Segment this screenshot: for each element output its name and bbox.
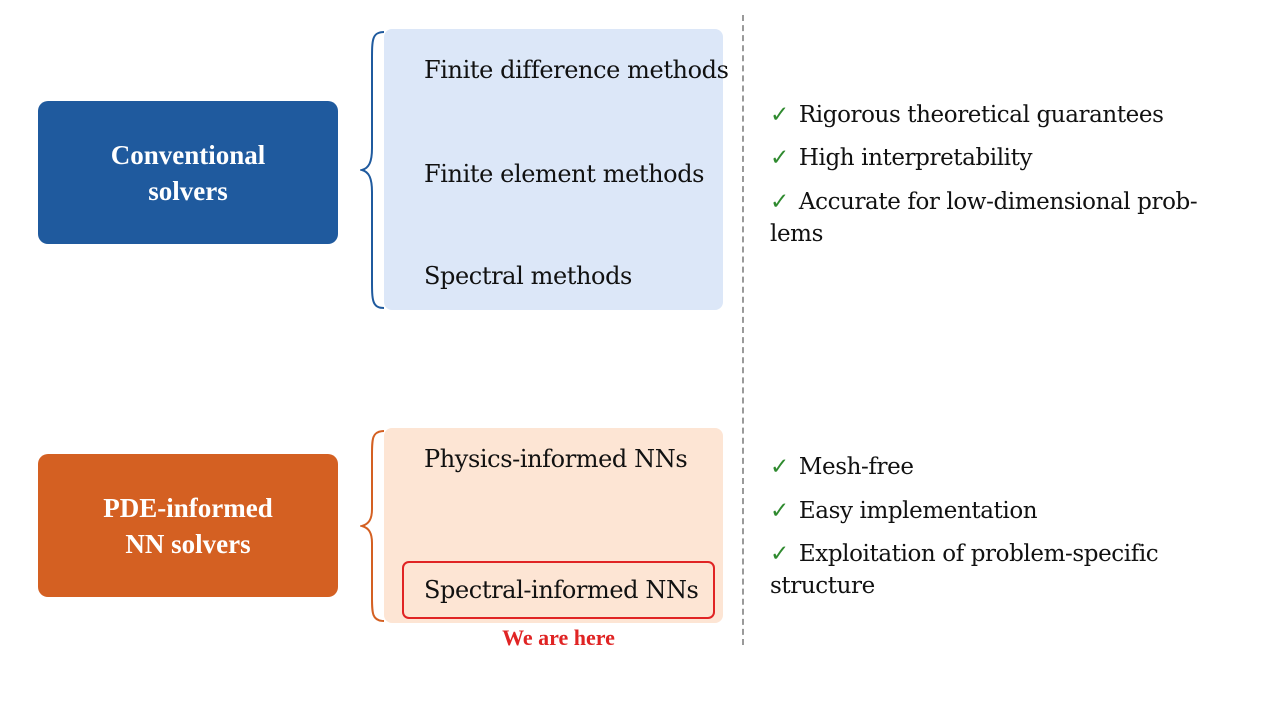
advantage-item: ✓Exploitation of problem-specific struct…	[770, 541, 1159, 599]
method-finite-difference: Finite difference methods	[424, 56, 729, 84]
check-icon: ✓	[770, 145, 789, 171]
pde-label-line1: PDE-informed	[103, 492, 273, 523]
conventional-brace	[360, 31, 385, 309]
pde-informed-solvers-box: PDE-informed NN solvers	[38, 454, 338, 597]
check-icon: ✓	[770, 498, 789, 524]
conventional-solvers-box: Conventional solvers	[38, 101, 338, 244]
check-icon: ✓	[770, 454, 789, 480]
method-finite-element: Finite element methods	[424, 160, 705, 188]
method-spectral: Spectral methods	[424, 262, 632, 290]
current-work-highlight	[402, 561, 715, 619]
advantage-item: ✓High interpretability	[770, 145, 1033, 171]
advantage-item: ✓Accurate for low-dimensional prob-lems	[770, 189, 1198, 247]
check-icon: ✓	[770, 541, 789, 567]
pde-methods-panel	[384, 428, 723, 623]
check-icon: ✓	[770, 189, 789, 215]
advantage-item: ✓Rigorous theoretical guarantees	[770, 102, 1164, 128]
conventional-methods-panel	[384, 29, 723, 310]
advantage-item: ✓Easy implementation	[770, 498, 1038, 524]
method-spectral-informed: Spectral-informed NNs	[424, 576, 699, 604]
conventional-label-line1: Conventional	[110, 139, 266, 170]
we-are-here-callout: We are here	[502, 625, 615, 650]
conventional-label-line2: solvers	[148, 175, 228, 206]
advantage-item: ✓Mesh-free	[770, 454, 914, 480]
dashed-divider	[742, 15, 744, 645]
check-icon: ✓	[770, 102, 789, 128]
method-physics-informed: Physics-informed NNs	[424, 445, 688, 473]
pde-label-line2: NN solvers	[125, 528, 251, 559]
pde-brace	[360, 430, 385, 622]
